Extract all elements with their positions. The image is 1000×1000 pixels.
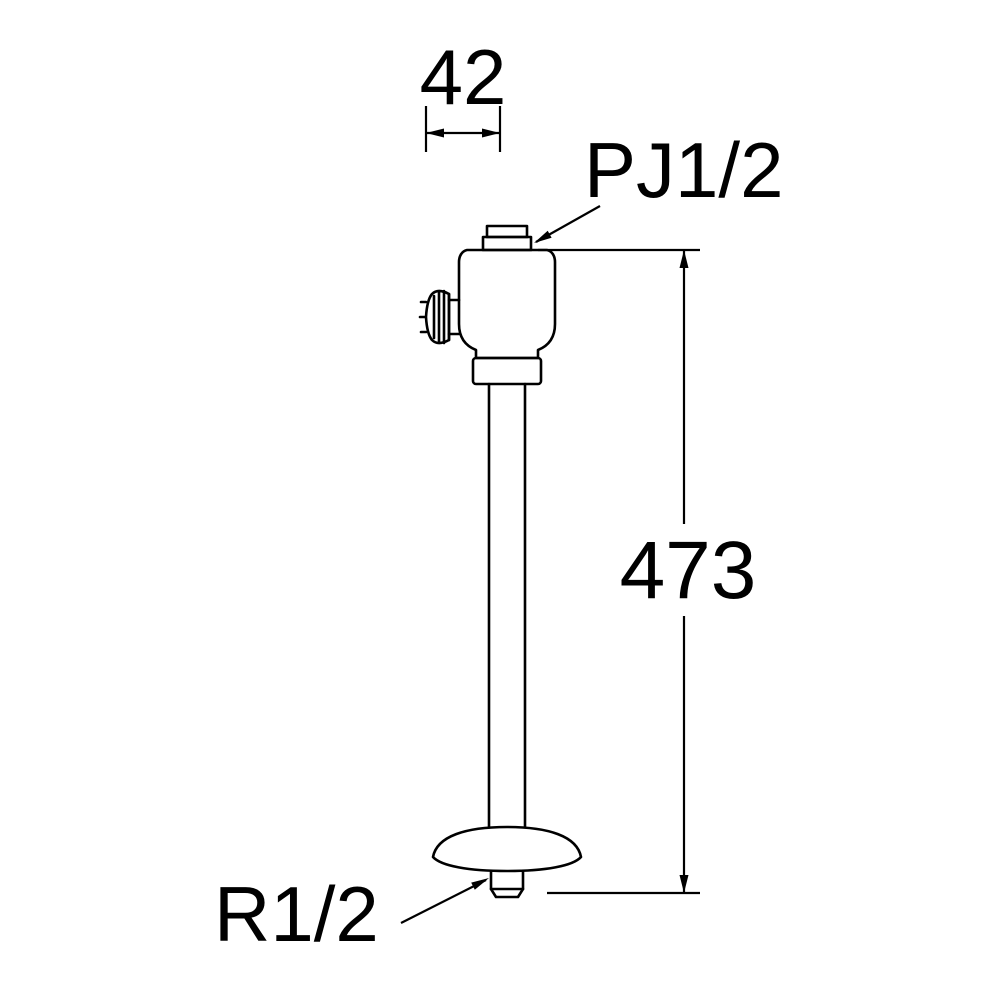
handle-knob bbox=[424, 289, 451, 345]
escutcheon-dome bbox=[431, 825, 583, 873]
leader-bottom-thread: R1/2 bbox=[214, 870, 489, 958]
bottom-thread-label: R1/2 bbox=[214, 870, 379, 958]
nipple-outline bbox=[489, 870, 525, 899]
top-thread-collar bbox=[481, 235, 533, 252]
union-nut-outline bbox=[471, 356, 543, 386]
valve-body bbox=[457, 248, 557, 360]
dim-height-label: 473 bbox=[620, 525, 757, 616]
arrowhead-top bbox=[679, 250, 689, 268]
top-thread-fitting bbox=[481, 224, 533, 252]
arrowhead-bottom bbox=[679, 875, 689, 893]
straight-pipe bbox=[487, 382, 527, 829]
arrowhead-left bbox=[426, 128, 444, 138]
leader-arrowhead-pj bbox=[534, 230, 552, 243]
stop-valve-figure bbox=[418, 224, 583, 899]
dimension-overall-height: 473 bbox=[538, 248, 757, 895]
leader-top-thread: PJ1/2 bbox=[534, 126, 783, 243]
escutcheon bbox=[431, 825, 583, 873]
dimension-top-width: 42 bbox=[420, 33, 507, 152]
bottom-thread-nipple bbox=[489, 870, 525, 899]
leader-line-r bbox=[400, 879, 487, 924]
top-thread-label: PJ1/2 bbox=[584, 126, 783, 214]
valve-handle bbox=[418, 289, 461, 345]
leader-arrowhead-r bbox=[471, 878, 489, 890]
arrowhead-right bbox=[482, 128, 500, 138]
top-thread-cap bbox=[485, 224, 529, 239]
valve-body-outline bbox=[457, 248, 557, 360]
union-nut bbox=[471, 356, 543, 386]
dim-width-label: 42 bbox=[420, 33, 507, 121]
